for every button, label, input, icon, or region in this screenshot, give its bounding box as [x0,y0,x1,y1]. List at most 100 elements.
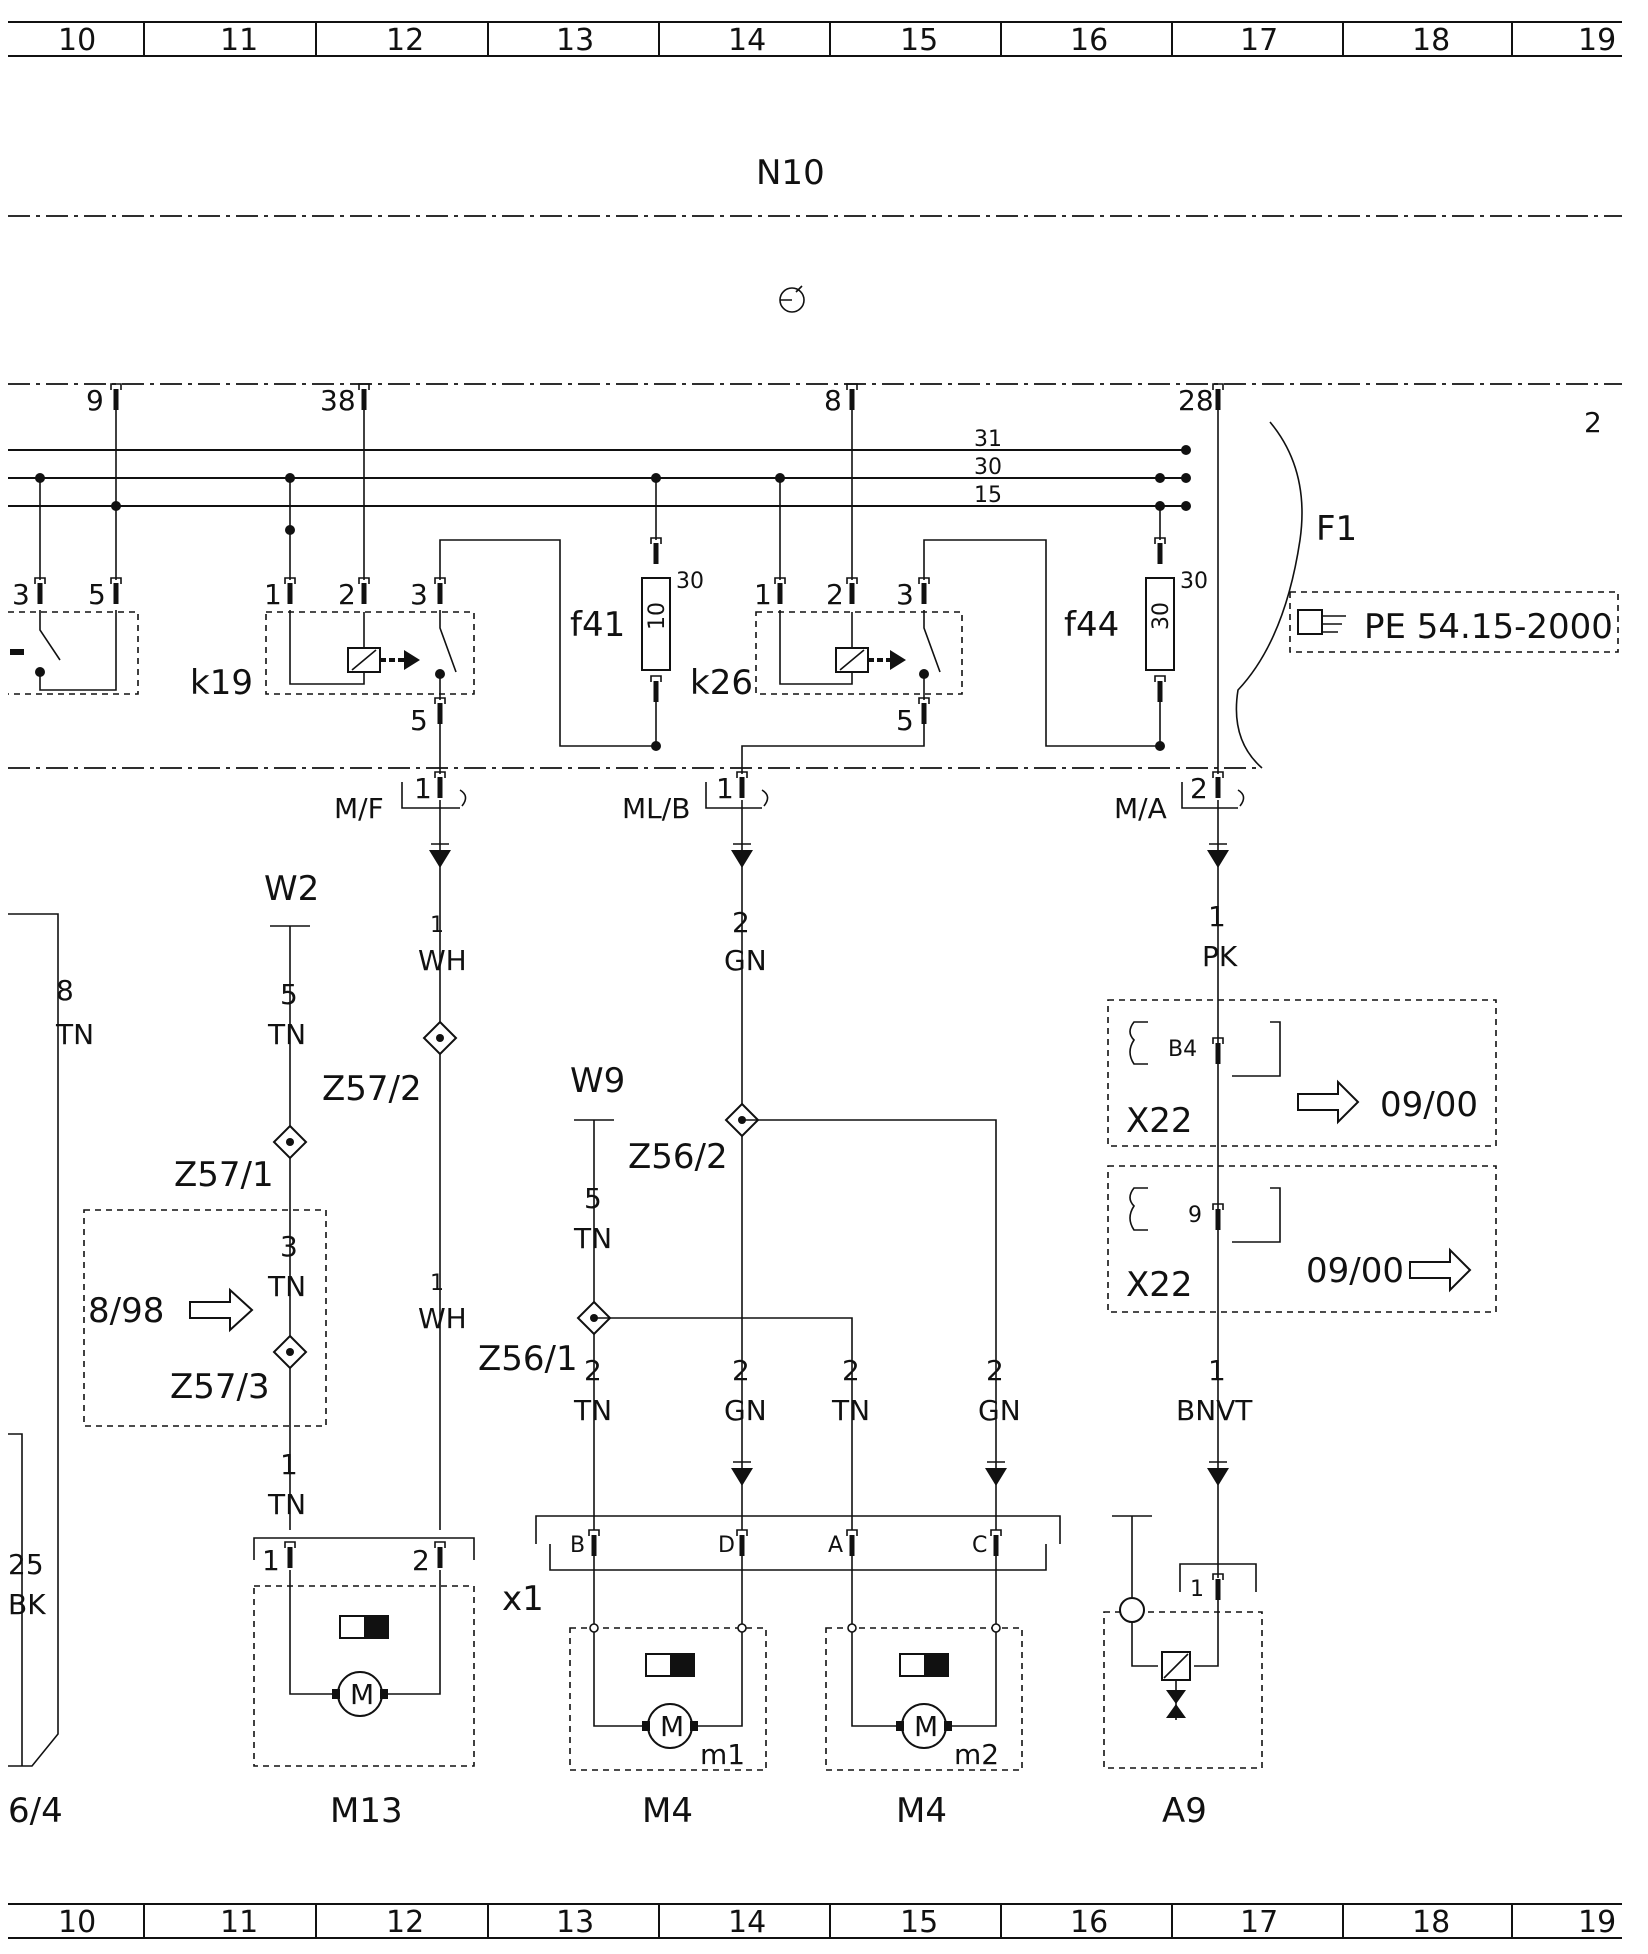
component-m4-m1: M m1 M4 [569,1556,997,1831]
wire-a-num: 2 [842,1354,860,1387]
m13-pin-1 [285,1542,295,1568]
m13-label: M13 [330,1791,403,1831]
wire-b-num: 2 [584,1354,602,1387]
splice-z57-1-label: Z57/1 [174,1155,274,1195]
k19-pin-5-label: 5 [410,704,428,737]
plug-ma-label: M/A [1114,792,1167,825]
bus-junction-dots [35,445,1191,535]
wire-a-color: TN [831,1394,870,1427]
plug-ma-terminal [1213,772,1223,798]
wire-wh-num: 1 [430,913,444,938]
splice-z57-2-label: Z57/2 [322,1069,422,1109]
k26-pin-3-label: 3 [896,578,914,611]
m2-direction-icon [899,1653,949,1677]
arrow-right-icon [1409,1247,1472,1293]
x1-pin-c-label: C [972,1533,987,1558]
wire-d-color: GN [724,1394,767,1427]
ruler-top-18: 18 [1412,23,1450,58]
plug-mf-label: M/F [334,792,384,825]
ruler-top-17: 17 [1240,23,1278,58]
wire-w2 [270,925,310,1530]
ruler-bottom-14: 14 [728,1905,766,1940]
connector-x1: B D A C x1 [502,1515,1061,1619]
x1-pin-d-label: D [718,1533,735,1558]
ruler-top-19: 19 [1578,23,1616,58]
x1-pin-a-label: A [828,1533,843,1558]
k19-pin-5 [435,698,445,724]
component-m4-m2: M m2 M4 [825,1623,1023,1831]
ruler-bottom-11: 11 [220,1905,258,1940]
x1-pin-b-label: B [570,1533,585,1558]
x1-pin-b [589,1530,599,1556]
f41-top-pin [651,538,661,564]
k26-pin-5-label: 5 [896,704,914,737]
wire-b-color: TN [573,1394,612,1427]
ground-w2-label: W2 [264,869,319,909]
m1-motor-symbol: M [660,1710,684,1743]
relay-k19: 1 2 3 5 k19 [190,406,656,747]
f41-value: 10 [645,602,670,630]
plug-mlb-terminal [737,772,747,798]
k19-pin-3-label: 3 [410,578,428,611]
wire-w2-num: 5 [280,978,298,1011]
f44-top-pin [1155,538,1165,564]
wire-wh2-color: WH [418,1302,467,1335]
wire-bnvt-num: 1 [1208,1354,1226,1387]
m13-pin-1-label: 1 [262,1544,280,1577]
left-wire-25: 25 BK [8,1433,46,1766]
variant-8-98: 8/98 [88,1291,164,1331]
ruler-bottom: 10 11 12 13 14 15 16 17 18 19 [8,1903,1622,1940]
wire-pk-color: PK [1202,940,1238,973]
splice-z57-1 [273,1125,307,1159]
wire-gn-num: 2 [732,906,750,939]
plug-mf-pin: 1 [414,772,432,805]
x22-pin-b4-label: B4 [1168,1037,1197,1062]
splice-z56-1-label: Z56/1 [478,1339,578,1379]
component-m13: 1 2 M M13 [253,1537,475,1831]
reference-text: PE 54.15-2000 [1364,607,1613,647]
left-pin-5 [111,578,121,604]
wire-d-num: 2 [732,1354,750,1387]
variant-box-x22-b4: B4 X22 09/00 [1107,999,1497,1147]
page-title: N10 [756,153,825,193]
bus-31-label: 31 [974,427,1002,452]
wire-gn-color: GN [724,944,767,977]
component-a9: 1 A9 [1103,1480,1263,1831]
connector-28-label: 28 [1178,384,1214,417]
ruler-bottom-17: 17 [1240,1905,1278,1940]
x1-label: x1 [502,1579,544,1619]
m1-direction-icon [645,1653,695,1677]
k19-pin-2 [359,578,369,604]
ground-w9-label: W9 [570,1061,625,1101]
wire-m13-num: 1 [280,1448,298,1481]
splice-z56-2-label: Z56/2 [628,1137,728,1177]
wire-z57-color: TN [267,1270,306,1303]
ruler-bottom-15: 15 [900,1905,938,1940]
k19-label: k19 [190,663,253,703]
bus-30-label: 30 [974,455,1002,480]
variant-box-x22-9: 9 X22 09/00 [1107,1165,1497,1313]
variant-box-8-98 [83,1209,327,1427]
pointing-hand-icon [1297,609,1346,635]
f44-pin-label: 30 [1180,569,1208,594]
k26-pin-2-label: 2 [826,578,844,611]
x22-label-a: X22 [1126,1101,1193,1141]
m13-pin-2 [435,1542,445,1568]
fusebox-boundary [1235,421,1303,769]
k19-pin-3 [435,578,445,604]
wire-bnvt-color: BNVT [1176,1394,1253,1427]
m13-pin-2-label: 2 [412,1544,430,1577]
ruler-top-12: 12 [386,23,424,58]
k26-pin-1 [775,578,785,604]
ruler-top-16: 16 [1070,23,1108,58]
reference-box: PE 54.15-2000 [1289,591,1619,653]
ruler-top: 10 11 12 13 14 15 16 17 18 19 [8,21,1622,58]
f41-label: f41 [570,605,625,645]
connector-8-label: 8 [824,384,842,417]
plug-ma-pin: 2 [1190,772,1208,805]
x22-label-b: X22 [1126,1265,1193,1305]
ruler-bottom-13: 13 [556,1905,594,1940]
ruler-bottom-19: 19 [1578,1905,1616,1940]
x1-pin-c [991,1530,1001,1556]
